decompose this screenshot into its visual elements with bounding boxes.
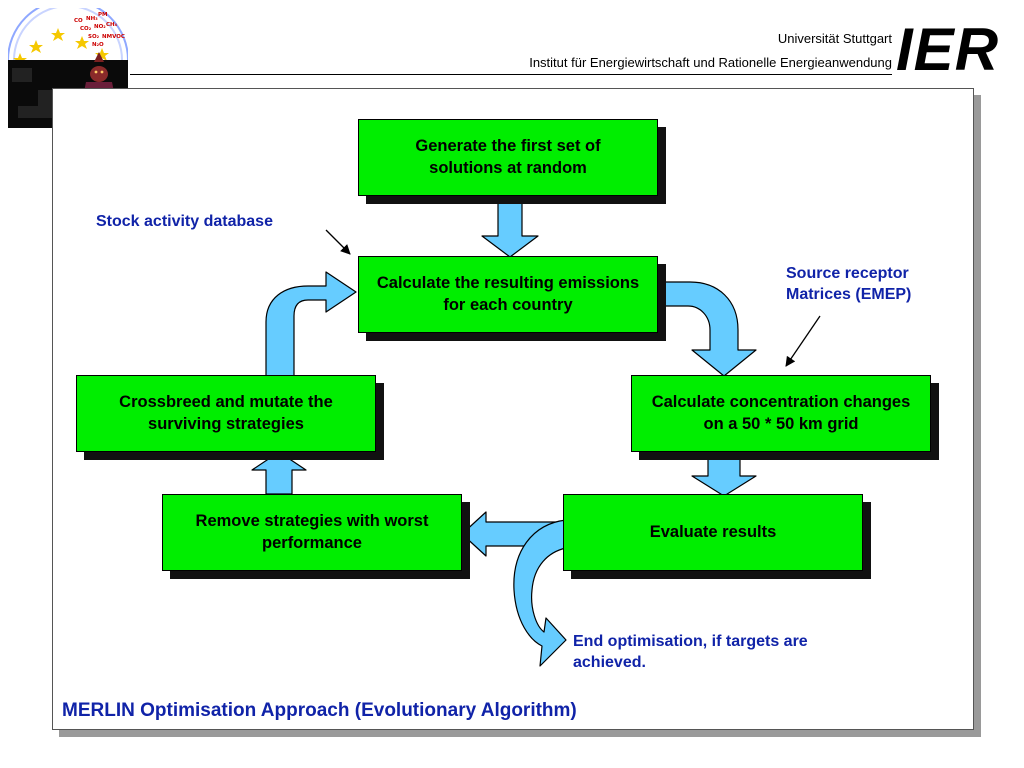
arrow-remove-to-crossbreed xyxy=(251,451,307,495)
arrow-emissions-to-concentration xyxy=(655,281,757,377)
badge-label: CO xyxy=(74,18,83,24)
badge-label: SO₂ xyxy=(88,34,100,40)
badge-label: NO₂ xyxy=(94,24,106,30)
badge-label: PM xyxy=(98,12,108,18)
box-evaluate-results: Evaluate results xyxy=(563,494,863,571)
annotation-source-receptor: Source receptor Matrices (EMEP) xyxy=(786,265,912,303)
box-calculate-emissions: Calculate the resulting emissions for ea… xyxy=(358,256,658,333)
box-calculate-concentration: Calculate concentration changes on a 50 … xyxy=(631,375,931,452)
header-divider xyxy=(130,74,892,75)
institute-name: Institut für Energiewirtschaft und Ratio… xyxy=(529,55,892,70)
badge-label: CH₄ xyxy=(106,22,118,28)
arrow-generate-to-emissions xyxy=(481,195,539,258)
pointer-stock-activity xyxy=(325,229,351,255)
box-crossbreed-mutate: Crossbreed and mutate the surviving stra… xyxy=(76,375,376,452)
badge-label: NH₃ xyxy=(86,16,98,22)
arrow-concentration-to-evaluate xyxy=(691,451,757,497)
arrow-crossbreed-to-emissions xyxy=(265,271,357,377)
badge-label: CO₂ xyxy=(80,26,92,32)
university-name: Universität Stuttgart xyxy=(777,31,892,46)
slide-caption: MERLIN Optimisation Approach (Evolutiona… xyxy=(62,700,577,721)
ier-logo: IER xyxy=(896,16,1000,83)
annotation-stock-activity: Stock activity database xyxy=(96,213,273,230)
badge-label: NMVOC xyxy=(102,34,125,40)
badge-label: N₂O xyxy=(92,42,104,48)
pointer-source-receptor xyxy=(785,315,821,367)
annotation-end-optimisation: End optimisation, if targets are achieve… xyxy=(573,633,808,671)
arrow-evaluate-to-end xyxy=(513,519,567,667)
box-remove-strategies: Remove strategies with worst performance xyxy=(162,494,462,571)
box-generate-solutions: Generate the first set of solutions at r… xyxy=(358,119,658,196)
